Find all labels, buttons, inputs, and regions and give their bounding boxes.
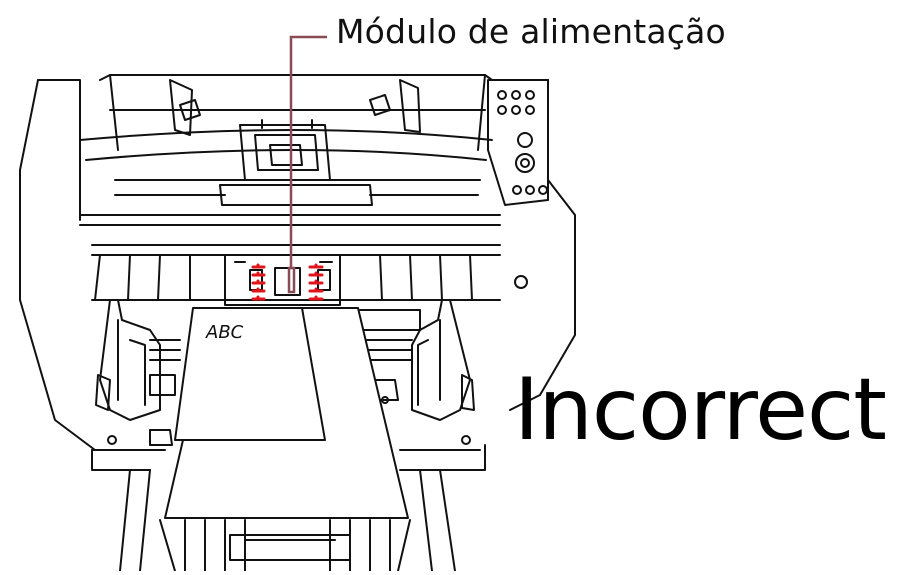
operator-panel-buttons [497, 90, 548, 195]
incorrect-label: Incorrect [514, 360, 887, 460]
document-sheets [164, 307, 409, 519]
feed-module-label: Módulo de alimentação [336, 12, 726, 51]
left-paper-guide [95, 299, 173, 446]
callout-leader-line [287, 35, 327, 294]
document-text: ABC [205, 322, 244, 343]
right-paper-guide [374, 299, 475, 445]
small-sheet [174, 307, 326, 441]
paper-tray [91, 309, 486, 572]
feed-module-markers [251, 263, 324, 302]
